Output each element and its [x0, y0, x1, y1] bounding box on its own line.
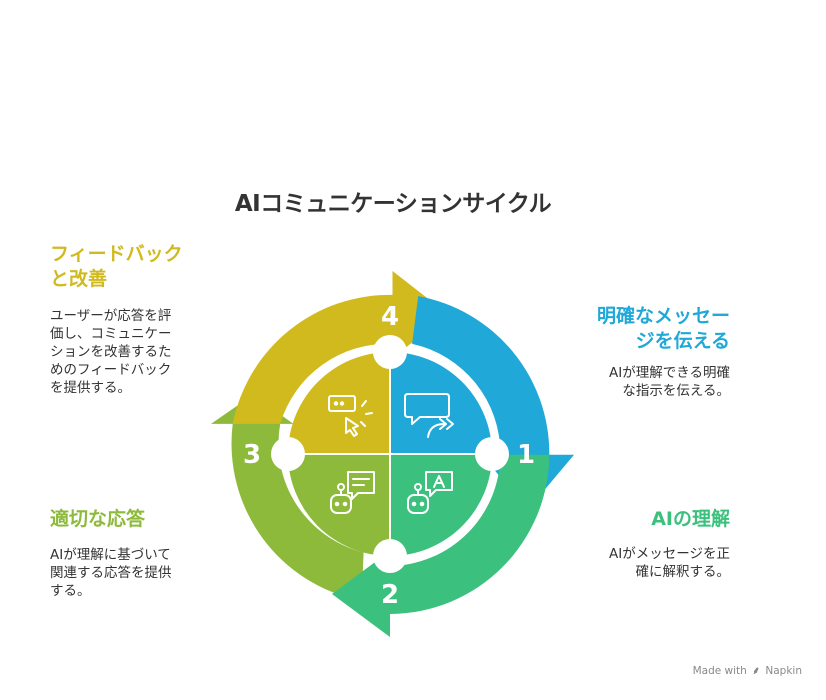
- footer-brand: Napkin: [765, 665, 802, 677]
- step-3-heading: 適切な応答: [50, 507, 145, 532]
- step-4-heading-line: フィードバック: [50, 243, 183, 265]
- step-1-heading-line: 明確なメッセー: [596, 305, 730, 327]
- step-2-heading: AIの理解: [651, 507, 730, 532]
- diagram-title: AIコミュニケーションサイクル: [234, 191, 552, 217]
- arrow-ring: [211, 271, 574, 637]
- notch-bottom: [373, 539, 407, 573]
- step-1-desc-line: な指示を伝える。: [622, 383, 730, 399]
- step-2-desc-line: 確に解釈する。: [635, 564, 731, 580]
- step-2-number: 2: [381, 580, 399, 610]
- step-4-heading: フィードバック と改善: [50, 242, 183, 292]
- chat-bubble-reply-icon: [404, 393, 454, 438]
- step-1-heading: 明確なメッセー ジを伝える: [597, 304, 730, 354]
- step-3-desc-line: する。: [50, 583, 91, 599]
- notch-top: [373, 335, 407, 369]
- step-3-desc-line: AIが理解に基づいて: [50, 547, 171, 563]
- step-1-desc-line: AIが理解できる明確: [609, 365, 730, 381]
- feedback-click-icon: [328, 395, 373, 437]
- step-2-description: AIがメッセージを正 確に解釈する。: [609, 545, 730, 581]
- step-4-arrow: [232, 271, 449, 424]
- step-3-number: 3: [243, 440, 261, 470]
- robot-speech-icon: [407, 471, 453, 514]
- step-1-description: AIが理解できる明確 な指示を伝える。: [609, 364, 730, 400]
- step-4-desc-line: を提供する。: [50, 380, 131, 396]
- robot-message-icon: [330, 471, 375, 514]
- step-2-arrow: [332, 454, 550, 637]
- step-1-heading-line: ジを伝える: [635, 330, 730, 352]
- step-3-desc-line: 関連する応答を提供: [50, 565, 172, 581]
- quadrant-step-2: [390, 454, 492, 556]
- step-4-heading-line: と改善: [50, 268, 108, 290]
- step-2-heading-line: AIの理解: [651, 508, 730, 530]
- step-3-description: AIが理解に基づいて 関連する応答を提供 する。: [50, 546, 172, 600]
- step-3-arrow: [211, 395, 364, 601]
- notch-left: [271, 437, 305, 471]
- step-1-number: 1: [517, 440, 535, 470]
- footer-prefix: Made with: [692, 665, 747, 677]
- quadrant-step-1: [390, 352, 492, 454]
- step-4-desc-line: ションを改善するた: [50, 344, 172, 360]
- notch-right: [475, 437, 509, 471]
- step-2-desc-line: AIがメッセージを正: [609, 546, 730, 562]
- step-4-desc-line: 価し、コミュニケー: [50, 326, 172, 342]
- napkin-logo-icon: ⸙: [752, 665, 761, 677]
- made-with-napkin-footer[interactable]: Made with ⸙ Napkin: [693, 664, 802, 678]
- step-4-description: ユーザーが応答を評 価し、コミュニケー ションを改善するた めのフィードバック …: [50, 307, 172, 397]
- step-4-number: 4: [381, 302, 399, 332]
- step-3-heading-line: 適切な応答: [50, 508, 146, 530]
- quadrant-step-4: [288, 352, 390, 454]
- step-4-desc-line: ユーザーが応答を評: [50, 308, 172, 324]
- step-4-desc-line: めのフィードバック: [50, 362, 172, 378]
